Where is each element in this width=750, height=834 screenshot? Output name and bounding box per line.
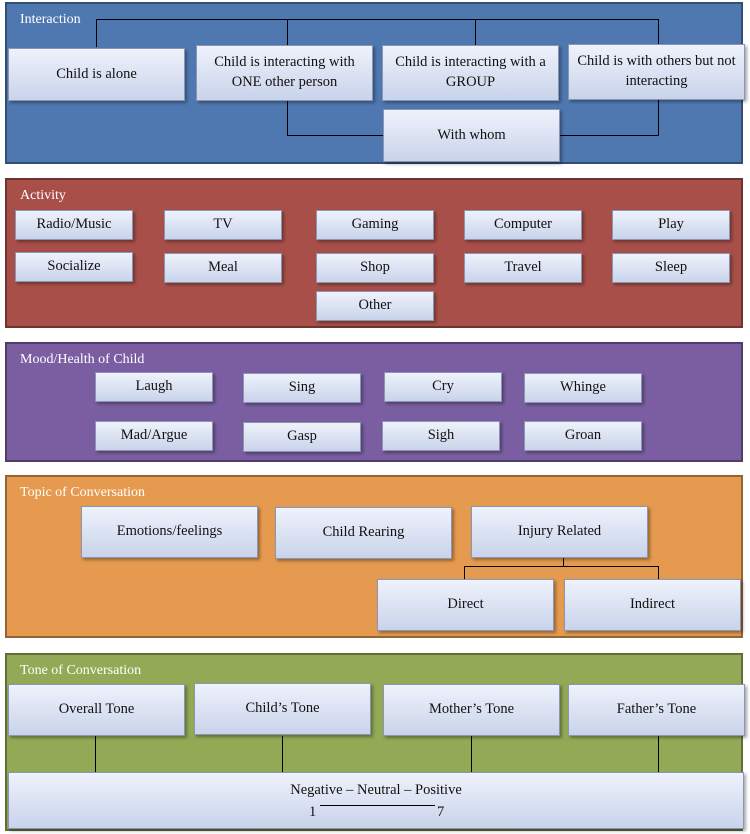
activity-meal: Meal <box>164 253 282 283</box>
connector-line <box>658 100 659 136</box>
activity-socialize: Socialize <box>15 252 133 282</box>
activity-travel: Travel <box>464 253 582 283</box>
tone-title: Tone of Conversation <box>20 663 142 678</box>
mood-mad-argue: Mad/Argue <box>95 421 213 451</box>
scale-min: 1 <box>309 804 317 820</box>
mood-panel: Mood/Health of Child Laugh Sing Cry Whin… <box>5 342 743 462</box>
topic-injury-related: Injury Related <box>471 506 648 558</box>
tone-mother: Mother’s Tone <box>383 684 560 736</box>
connector-line <box>464 566 659 567</box>
activity-radio-music: Radio/Music <box>15 210 133 240</box>
topic-indirect: Indirect <box>564 579 741 631</box>
connector-line <box>287 19 288 47</box>
connector-line <box>475 19 476 47</box>
connector-line <box>96 19 97 47</box>
activity-gaming: Gaming <box>316 210 434 240</box>
connector-line <box>282 736 283 773</box>
tone-panel: Tone of Conversation Overall Tone Child’… <box>5 653 745 831</box>
mood-groan: Groan <box>524 421 642 451</box>
activity-shop: Shop <box>316 253 434 283</box>
topic-panel: Topic of Conversation Emotions/feelings … <box>5 475 743 638</box>
connector-line <box>96 19 658 20</box>
tone-scale-box: Negative – Neutral – Positive 1 7 <box>8 772 744 829</box>
connector-line <box>658 736 659 773</box>
topic-title: Topic of Conversation <box>20 485 145 500</box>
connector-line <box>563 557 564 567</box>
connector-line <box>464 566 465 580</box>
tone-father: Father’s Tone <box>568 684 745 736</box>
activity-computer: Computer <box>464 210 582 240</box>
tone-child: Child’s Tone <box>194 683 371 735</box>
mood-sigh: Sigh <box>382 421 500 451</box>
tone-overall: Overall Tone <box>8 684 185 736</box>
child-one-person-box: Child is interacting with ONE other pers… <box>196 45 373 101</box>
connector-line <box>658 19 659 47</box>
topic-emotions: Emotions/feelings <box>81 506 258 558</box>
mood-laugh: Laugh <box>95 372 213 402</box>
mood-sing: Sing <box>243 373 361 403</box>
connector-line <box>471 736 472 773</box>
child-alone-box: Child is alone <box>8 48 185 101</box>
tone-scale-numbers: 1 7 <box>9 803 743 823</box>
topic-child-rearing: Child Rearing <box>275 507 452 559</box>
activity-play: Play <box>612 210 730 240</box>
interaction-panel: Interaction Child is alone Child is inte… <box>5 2 745 164</box>
activity-other: Other <box>316 291 434 321</box>
topic-direct: Direct <box>377 579 554 631</box>
scale-line <box>320 805 435 806</box>
connector-line <box>658 566 659 580</box>
activity-panel: Activity Radio/Music TV Gaming Computer … <box>5 178 743 328</box>
mood-title: Mood/Health of Child <box>20 352 145 367</box>
tone-scale-label: Negative – Neutral – Positive <box>290 782 462 798</box>
mood-whinge: Whinge <box>524 373 642 403</box>
child-group-box: Child is interacting with a GROUP <box>382 45 559 101</box>
connector-line <box>95 736 96 773</box>
activity-tv: TV <box>164 210 282 240</box>
scale-max: 7 <box>437 804 445 820</box>
activity-sleep: Sleep <box>612 253 730 283</box>
connector-line <box>287 100 288 136</box>
with-whom-box: With whom <box>383 109 560 162</box>
mood-cry: Cry <box>384 372 502 402</box>
mood-gasp: Gasp <box>243 422 361 452</box>
child-with-others-box: Child is with others but not interacting <box>568 44 745 100</box>
interaction-title: Interaction <box>20 12 81 27</box>
activity-title: Activity <box>20 188 66 203</box>
